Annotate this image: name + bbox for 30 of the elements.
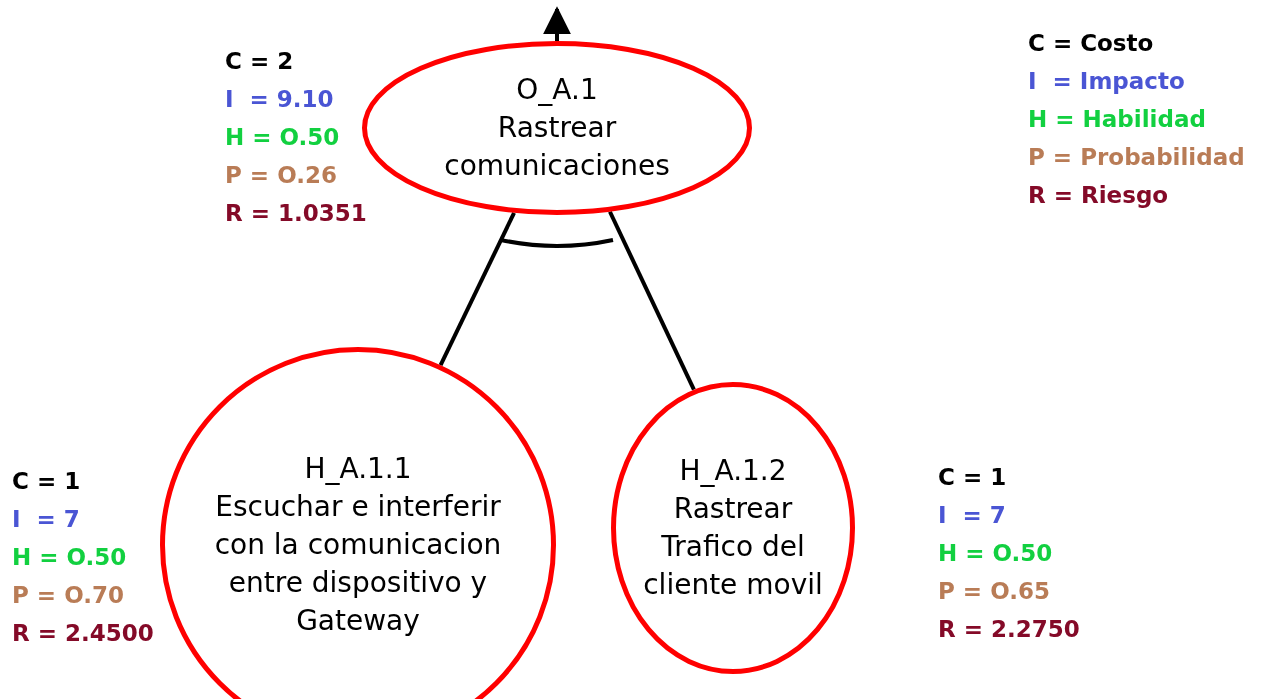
node-description: Escuchar e interferir con la comunicacion entre dispositivo y Gateway — [213, 489, 503, 639]
metric-value: C = 2 — [225, 47, 294, 76]
metric-value: C = 1 — [12, 467, 81, 496]
node-id: H_A.1.1 — [303, 451, 413, 487]
node-description: Rastrear Trafico del cliente movil — [642, 491, 824, 603]
metric-value: I = 7 — [938, 501, 1006, 530]
metric-value: P = O.26 — [225, 161, 337, 190]
legend-entry: C = Costo — [1028, 29, 1154, 58]
ellipse-node — [611, 382, 855, 674]
metric-value: H = O.50 — [225, 123, 340, 152]
connector-line — [543, 6, 571, 41]
metric-value: H = O.50 — [12, 543, 127, 572]
legend-entry: I = Impacto — [1028, 67, 1185, 96]
metric-value: R = 2.2750 — [938, 615, 1080, 644]
metric-value: I = 7 — [12, 505, 80, 534]
node-id: O_A.1 — [515, 72, 599, 108]
metric-value: R = 1.0351 — [225, 199, 367, 228]
metric-value: I = 9.10 — [225, 85, 334, 114]
node-id: H_A.1.2 — [678, 453, 788, 489]
metric-value: P = O.65 — [938, 577, 1050, 606]
legend-entry: P = Probabilidad — [1028, 143, 1245, 172]
connector-line — [438, 212, 516, 366]
metric-value: H = O.50 — [938, 539, 1053, 568]
metric-value: C = 1 — [938, 463, 1007, 492]
legend-entry: R = Riesgo — [1028, 181, 1169, 210]
metric-value: R = 2.4500 — [12, 619, 154, 648]
connector-line — [608, 210, 696, 391]
legend-entry: H = Habilidad — [1028, 105, 1206, 134]
node-description: Rastrear comunicaciones — [443, 110, 671, 184]
metric-value: P = O.70 — [12, 581, 124, 610]
